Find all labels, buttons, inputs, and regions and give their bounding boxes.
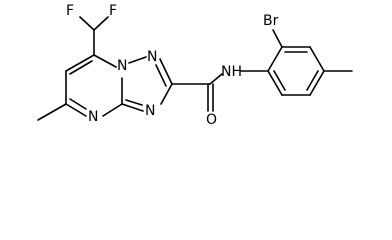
bond-n8-n1 xyxy=(128,56,147,64)
bond-n1-c2 xyxy=(159,58,173,85)
bond-chf2-f-left xyxy=(79,16,95,31)
bond-carbonyl-nh xyxy=(209,73,223,85)
bond-n4-c3a xyxy=(102,103,123,117)
atom-label-n1: N xyxy=(147,49,157,65)
bond-ar-c6-c1-inner xyxy=(273,70,286,91)
atom-label-o: O xyxy=(206,112,217,128)
bond-ar-c4-c5-inner xyxy=(306,70,319,91)
bond-c5-n4-inner xyxy=(69,98,87,110)
bond-c7-c6 xyxy=(65,54,95,72)
bond-c5-methyl xyxy=(37,103,67,121)
bond-c5-n4 xyxy=(65,103,87,117)
bond-ar-c3-c4 xyxy=(309,46,325,72)
bond-ar-c1-c2 xyxy=(267,46,283,72)
bond-c2-n3 xyxy=(160,83,173,105)
atom-label-f-left: F xyxy=(66,3,74,19)
atom-label-nh: NH xyxy=(221,64,242,80)
bond-c7-c6-inner xyxy=(69,60,93,75)
bond-n1-c2-inner xyxy=(155,64,167,87)
bond-ar-c6-c1 xyxy=(267,70,283,96)
atom-label-br: Br xyxy=(263,13,279,29)
bond-ar-c4-c5 xyxy=(309,70,325,96)
atom-label-f-right: F xyxy=(109,3,117,19)
bond-n3-c3a xyxy=(121,103,144,112)
bond-ar-bromine xyxy=(272,29,283,48)
molecule-diagram: F F N N N N NH O Br xyxy=(37,3,353,128)
bond-n8-c7 xyxy=(93,54,117,68)
atom-label-n3: N xyxy=(145,103,155,119)
bond-n3-c3a-inner xyxy=(125,99,143,106)
atom-label-n8: N xyxy=(117,58,127,74)
bond-chf2-f-right xyxy=(93,16,109,31)
atom-label-n4: N xyxy=(88,109,98,125)
